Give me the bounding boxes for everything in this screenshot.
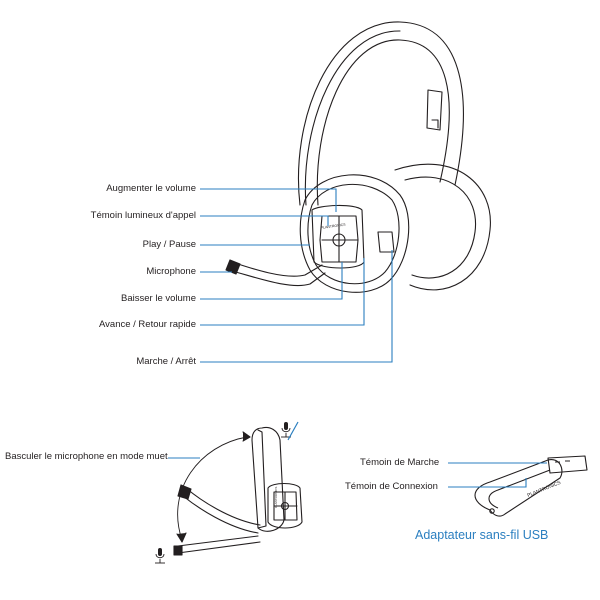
mic-active-icon xyxy=(155,548,165,564)
label-volume-up: Augmenter le volume xyxy=(106,183,196,194)
leader-volume-down xyxy=(200,262,343,300)
usb-adapter-body xyxy=(474,455,588,517)
leader-power xyxy=(200,250,393,363)
label-forward-rewind: Avance / Retour rapide xyxy=(99,319,196,330)
leader-volume-up xyxy=(200,188,337,212)
headset-brand: PLANTRONICS xyxy=(321,222,347,230)
leader-call-indicator xyxy=(200,215,329,226)
label-power-indicator: Témoin de Marche xyxy=(360,457,440,468)
headband xyxy=(297,21,464,206)
boom-microphone xyxy=(231,261,323,277)
label-call-indicator: Témoin lumineux d'appel xyxy=(90,210,196,221)
label-microphone: Microphone xyxy=(146,266,196,277)
leader-connection-indicator xyxy=(448,478,527,488)
label-mute-toggle: Basculer le microphone en mode muet xyxy=(5,451,168,462)
mic-muted-icon xyxy=(281,421,299,441)
label-power: Marche / Arrêt xyxy=(136,356,196,367)
mute-diagram-headset xyxy=(173,426,303,556)
usb-adapter-brand: PLANTRONICS xyxy=(527,480,563,499)
rear-ear-cushion xyxy=(394,163,491,291)
front-ear-cup xyxy=(299,174,410,293)
label-play-pause: Play / Pause xyxy=(142,239,196,250)
label-volume-down: Baisser le volume xyxy=(121,293,196,304)
leader-forward-rewind xyxy=(200,258,365,326)
usb-adapter-caption: Adaptateur sans-fil USB xyxy=(415,528,549,542)
mute-diagram-brand: PLANTRONICS xyxy=(274,487,278,508)
label-connection-indicator: Témoin de Connexion xyxy=(345,481,438,492)
